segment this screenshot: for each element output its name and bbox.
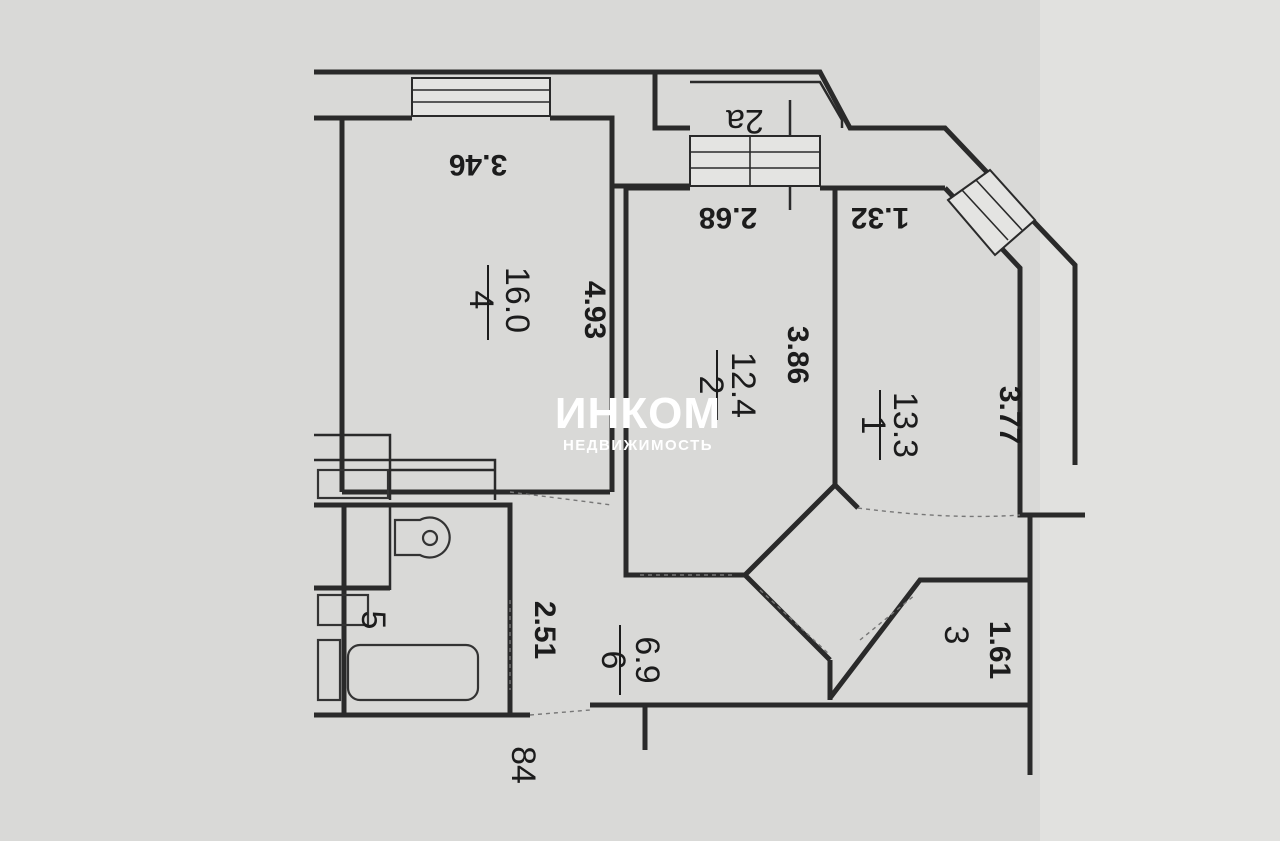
- window-room2: [689, 135, 821, 187]
- room2-length-dim: 3.86: [781, 326, 814, 384]
- windows: [411, 77, 1037, 257]
- room4-length-dim: 4.93: [578, 281, 611, 339]
- room1-number: 1: [854, 416, 892, 435]
- labels: 4 16.0 3.46 4.93 2 12.4 2.68 3.86 1 13.3…: [354, 102, 1026, 784]
- washer: [316, 468, 390, 500]
- walls: [314, 69, 1085, 775]
- room1-width-dim: 1.32: [851, 201, 909, 234]
- sink: [316, 593, 370, 627]
- paper-edge: [1040, 0, 1280, 841]
- window-room4: [411, 77, 551, 117]
- room5-number: 5: [354, 611, 392, 630]
- room3-length-dim: 1.61: [983, 621, 1016, 679]
- room4-width-dim: 3.46: [449, 148, 507, 181]
- page-number: 84: [504, 746, 542, 784]
- bath-edge: [316, 638, 342, 702]
- bathtub: [346, 643, 480, 702]
- toilet: [393, 516, 451, 559]
- balcony-label: 2а: [726, 102, 764, 140]
- room1-area: 13.3: [886, 392, 924, 458]
- window-room1: [946, 168, 1037, 257]
- doors: [509, 491, 1021, 716]
- watermark: ИНКОМ НЕДВИЖИМОСТЬ: [555, 389, 721, 454]
- room6-number: 6: [594, 651, 632, 670]
- watermark-brand: ИНКОМ: [555, 389, 721, 438]
- bathroom-fixtures: [316, 468, 480, 702]
- watermark-subtitle: НЕДВИЖИМОСТЬ: [563, 437, 713, 454]
- room2-number: 2: [692, 376, 730, 395]
- room2-width-dim: 2.68: [699, 201, 757, 234]
- room4-number: 4: [462, 291, 500, 310]
- room6-area: 6.9: [628, 636, 666, 683]
- room2-area: 12.4: [724, 352, 762, 418]
- room3-number: 3: [937, 626, 975, 645]
- room6-length-dim: 2.51: [528, 601, 561, 659]
- room1-length-dim: 3.77: [993, 386, 1026, 444]
- room4-area: 16.0: [498, 267, 536, 333]
